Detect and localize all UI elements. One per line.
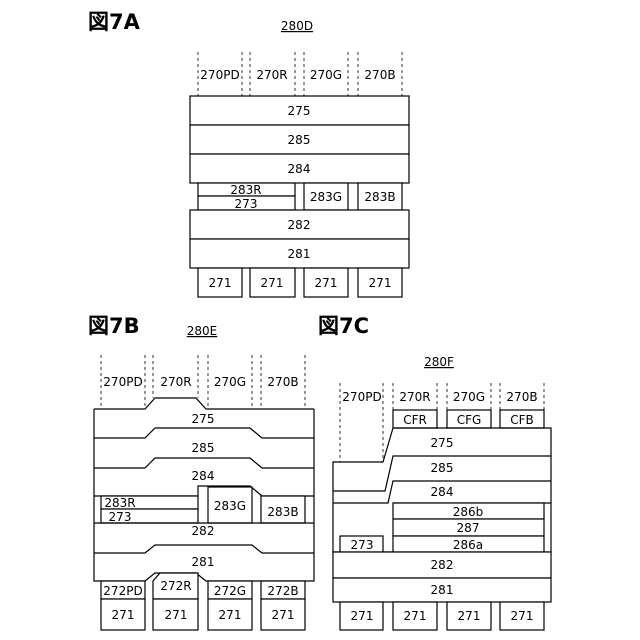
substrate-label: 271 — [219, 608, 242, 622]
filter-283b-label: 283B — [364, 190, 395, 204]
filter-283b-label: 283B — [267, 505, 298, 519]
filter-283r-label: 283R — [104, 496, 135, 510]
substrate-label: 271 — [404, 609, 427, 623]
lower-272b-label: 272B — [267, 584, 298, 598]
lower-272r-label: 272R — [160, 579, 191, 593]
layer-273-label: 273 — [235, 197, 258, 211]
substrate-label: 271 — [315, 276, 338, 290]
figure-7b-title: 図7B — [88, 314, 140, 338]
substrate-label: 271 — [261, 276, 284, 290]
substrate-label: 271 — [272, 608, 295, 622]
figure-7b: 図7B 280E 270PD 270R 270G 270B 275 285 28… — [88, 314, 314, 630]
layer-286b-label: 286b — [453, 505, 484, 519]
layer-282-label: 282 — [431, 558, 454, 572]
layer-285-284-interface — [94, 458, 314, 468]
layer-273-label: 273 — [109, 510, 132, 524]
filter-283g-label: 283G — [214, 499, 246, 513]
layer-286a-label: 286a — [453, 538, 483, 552]
layer-275-top-edge — [94, 398, 314, 409]
pixel-label-pd: 270PD — [200, 68, 239, 82]
layer-284-bottom-edge — [94, 486, 314, 496]
layer-285-label: 285 — [431, 461, 454, 475]
color-filter-cfg-label: CFG — [457, 413, 482, 427]
pixel-label-r: 270R — [399, 390, 430, 404]
figure-7b-reference: 280E — [187, 324, 218, 338]
layer-285-label: 285 — [192, 441, 215, 455]
pixel-label-pd: 270PD — [103, 375, 142, 389]
filter-283r-label: 283R — [230, 183, 261, 197]
lower-272pd-label: 272PD — [103, 584, 142, 598]
pixel-label-b: 270B — [267, 375, 298, 389]
layer-285-label: 285 — [288, 133, 311, 147]
layer-275-label: 275 — [288, 104, 311, 118]
pixel-label-r: 270R — [256, 68, 287, 82]
layer-281-label: 281 — [192, 555, 215, 569]
substrate-label: 271 — [369, 276, 392, 290]
substrate-label: 271 — [458, 609, 481, 623]
figure-7c-reference: 280F — [424, 355, 454, 369]
layer-282-281-interface — [94, 545, 314, 553]
layer-287-label: 287 — [457, 521, 480, 535]
figure-7a: 図7A 280D 270PD 270R 270G 270B 275 285 28… — [88, 10, 409, 297]
layer-273-label: 273 — [351, 538, 374, 552]
layer-282-label: 282 — [192, 524, 215, 538]
filter-283g-label: 283G — [310, 190, 342, 204]
pixel-label-r: 270R — [160, 375, 191, 389]
layer-284-label: 284 — [288, 162, 311, 176]
pixel-label-g: 270G — [310, 68, 342, 82]
layer-282-label: 282 — [288, 218, 311, 232]
color-filter-cfr-label: CFR — [403, 413, 427, 427]
figure-7c-title: 図7C — [318, 314, 369, 338]
substrate-label: 271 — [165, 608, 188, 622]
lower-272g-label: 272G — [214, 584, 246, 598]
pixel-label-g: 270G — [453, 390, 485, 404]
layer-275-285-interface — [94, 428, 314, 438]
layer-275-label: 275 — [431, 436, 454, 450]
layer-281-label: 281 — [431, 583, 454, 597]
layer-281-label: 281 — [288, 247, 311, 261]
layer-284-label: 284 — [192, 469, 215, 483]
layer-275-label: 275 — [192, 412, 215, 426]
pixel-label-pd: 270PD — [342, 390, 381, 404]
figure-7a-reference: 280D — [281, 19, 313, 33]
substrate-label: 271 — [209, 276, 232, 290]
color-filter-cfb-label: CFB — [510, 413, 534, 427]
pixel-label-b: 270B — [506, 390, 537, 404]
figure-7c: 図7C 280F 270PD 270R 270G 270B CFR CFG CF… — [318, 314, 551, 630]
substrate-label: 271 — [351, 609, 374, 623]
pixel-label-b: 270B — [364, 68, 395, 82]
substrate-label: 271 — [112, 608, 135, 622]
layer-284-label: 284 — [431, 485, 454, 499]
figure-7a-title: 図7A — [88, 10, 141, 34]
pixel-label-g: 270G — [214, 375, 246, 389]
substrate-label: 271 — [511, 609, 534, 623]
